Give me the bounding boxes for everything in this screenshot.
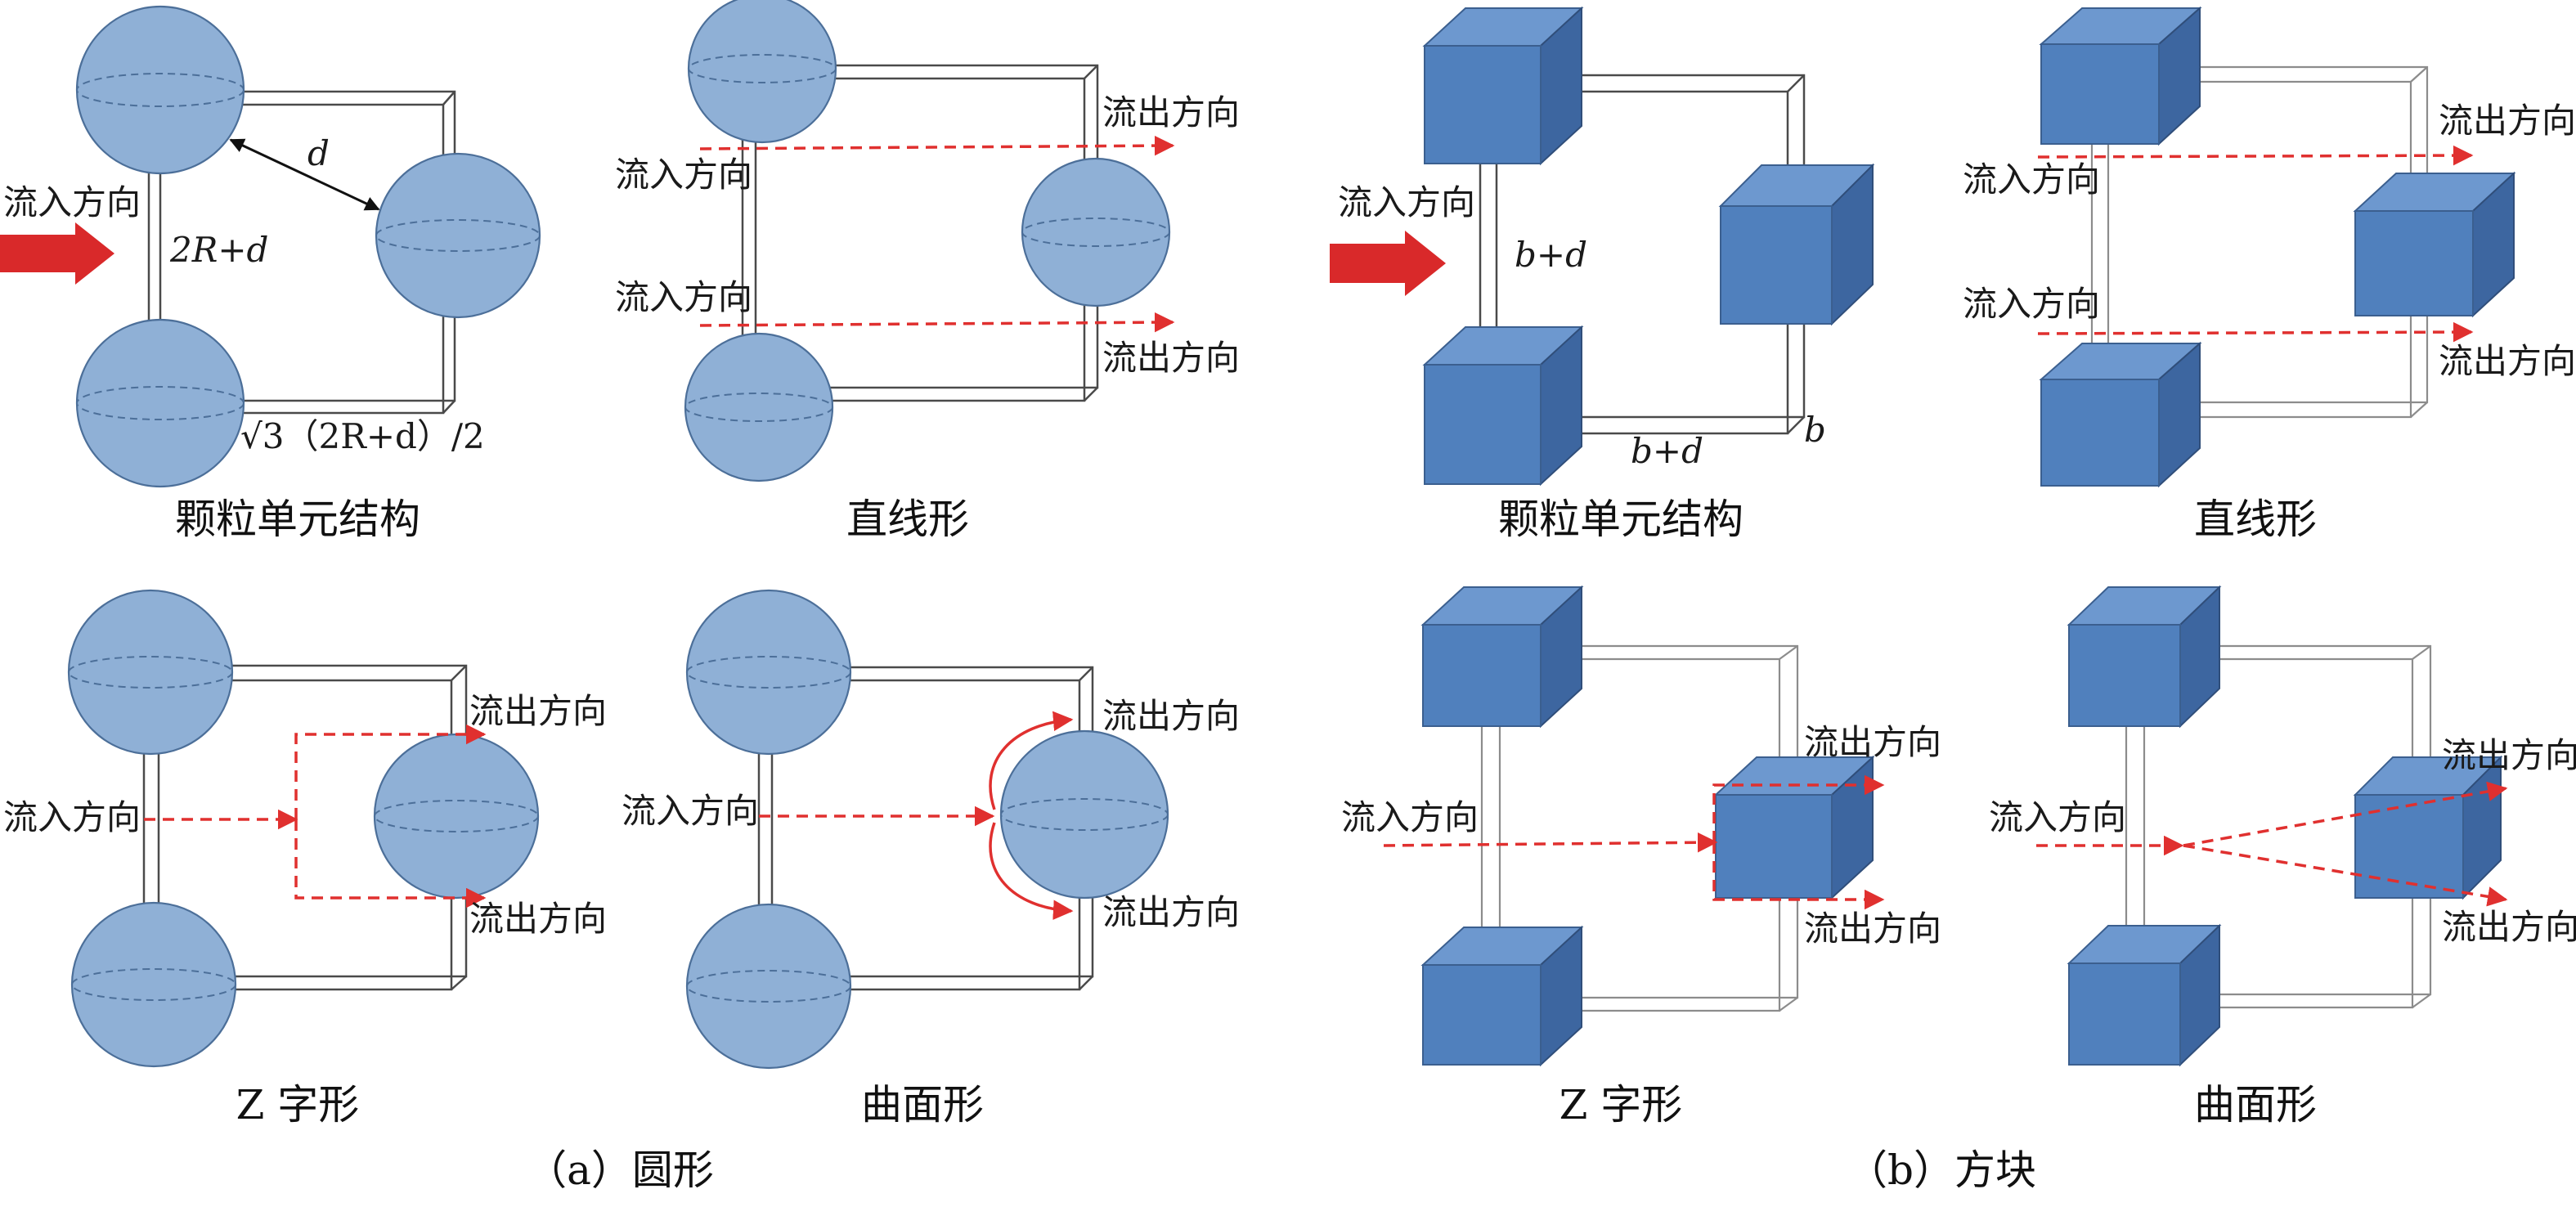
outflow-label-upper: 流出方向	[469, 691, 607, 731]
flow-arrow-up-branch	[294, 724, 487, 819]
inflow-label: 流入方向	[622, 791, 759, 831]
cube-top-left	[1422, 6, 1584, 166]
cube-top-left	[1420, 585, 1584, 729]
outflow-label-lower: 流出方向	[2439, 341, 2576, 381]
dim-height-label: b+d	[1515, 235, 1587, 275]
cube-straight: 流入方向 流入方向 流出方向 流出方向 直线形	[1963, 6, 2576, 543]
sphere-center	[1021, 157, 1171, 307]
cube-center	[1718, 163, 1875, 326]
cube-center	[2353, 171, 2516, 318]
flow-arrow-lower	[2037, 321, 2474, 343]
sphere-bottom	[685, 903, 852, 1070]
sphere-unit-cell: 流入方向 d 2R+d √3（2R+d）/2 颗粒单元结构	[0, 5, 541, 543]
inflow-label: 流入方向	[3, 182, 141, 222]
outflow-label-upper: 流出方向	[2439, 101, 2576, 141]
panel-b-caption: （b）方块	[1847, 1146, 2036, 1194]
dim-b-label: b	[1804, 410, 1826, 450]
sphere-bottom	[70, 901, 237, 1068]
panel-a-spheres: 流入方向 d 2R+d √3（2R+d）/2 颗粒单元结构	[0, 0, 1240, 1194]
outflow-label-upper: 流出方向	[1804, 722, 1941, 762]
dim-diagonal-label: √3（2R+d）/2	[240, 416, 485, 456]
inflow-label-upper: 流入方向	[1963, 159, 2100, 200]
sphere-bottom	[684, 332, 834, 482]
outflow-label-upper: 流出方向	[1102, 92, 1240, 132]
cube-unit-cell: 流入方向 b+d b+d b 颗粒单元结构	[1330, 6, 1875, 543]
sphere-top	[67, 589, 234, 756]
flow-arrow-upper	[699, 135, 1175, 156]
dim-width-label: b+d	[1631, 431, 1703, 471]
zigzag-title: Z 字形	[1560, 1081, 1683, 1128]
inflow-label: 流入方向	[1989, 797, 2126, 837]
outflow-label-lower: 流出方向	[1102, 892, 1240, 932]
flow-arrow-lower	[699, 312, 1175, 333]
dim-height-label: 2R+d	[169, 230, 268, 270]
dimension-arrow-d	[229, 138, 380, 211]
cube-top-left	[2067, 585, 2222, 729]
dim-d-label: d	[307, 133, 330, 173]
inflow-label: 流入方向	[1341, 797, 1479, 837]
inflow-block-arrow	[1330, 231, 1446, 296]
outflow-label-lower: 流出方向	[1804, 909, 1941, 949]
panel-a-caption: （a）圆形	[526, 1146, 714, 1194]
outflow-label-lower: 流出方向	[2442, 907, 2576, 947]
straight-title: 直线形	[2194, 496, 2317, 543]
sphere-straight: 流入方向 流入方向 流出方向 流出方向 直线形	[615, 0, 1240, 543]
sphere-bottom	[75, 318, 245, 488]
zigzag-title: Z 字形	[236, 1081, 360, 1128]
cube-center	[1713, 755, 1875, 900]
inflow-block-arrow	[0, 222, 114, 285]
outflow-label-lower: 流出方向	[469, 899, 607, 939]
inflow-label-lower: 流入方向	[1963, 284, 2100, 324]
flow-arrow-inflow	[1383, 832, 1718, 853]
sphere-top	[75, 5, 245, 175]
outflow-label-upper: 流出方向	[2442, 735, 2576, 775]
inflow-label: 流入方向	[3, 797, 141, 837]
sphere-center	[375, 152, 541, 319]
flow-arrow-upper	[2037, 145, 2474, 166]
curved-title: 曲面形	[2194, 1081, 2317, 1128]
sphere-zigzag: 流入方向 流出方向 流出方向 Z 字形	[3, 589, 607, 1128]
sphere-center	[373, 733, 540, 900]
flow-arrow-up-branch	[2183, 781, 2508, 847]
straight-title: 直线形	[846, 496, 969, 543]
cube-zigzag: 流入方向 流出方向 流出方向 Z 字形	[1341, 585, 1941, 1128]
outflow-label-upper: 流出方向	[1102, 696, 1240, 736]
sphere-top	[685, 589, 852, 756]
cube-curved: 流入方向 流出方向 流出方向 曲面形	[1989, 585, 2576, 1128]
flow-arrow-up-branch	[1712, 774, 1885, 842]
cube-bottom-left	[1422, 325, 1584, 487]
curved-title: 曲面形	[861, 1081, 984, 1128]
inflow-label: 流入方向	[1338, 182, 1475, 222]
flow-arrow-down-branch	[2183, 844, 2508, 907]
cube-bottom-left	[1420, 925, 1584, 1067]
inflow-label-upper: 流入方向	[615, 155, 752, 195]
sphere-curved: 流入方向 流出方向 流出方向 曲面形	[622, 589, 1240, 1128]
sphere-top	[687, 0, 837, 144]
unit-cell-title: 颗粒单元结构	[1498, 496, 1744, 543]
flow-arrow-curve-up	[989, 711, 1074, 810]
flow-arrow-down-branch	[1712, 842, 1885, 910]
panel-b-cubes: 流入方向 b+d b+d b 颗粒单元结构	[1330, 6, 2576, 1194]
flow-arrow-curve-down	[989, 822, 1074, 920]
sphere-center	[999, 729, 1169, 900]
cube-top-left	[2039, 6, 2202, 146]
outflow-label-lower: 流出方向	[1102, 338, 1240, 378]
cube-bottom-left	[2039, 341, 2202, 488]
unit-cell-title: 颗粒单元结构	[175, 496, 420, 543]
flow-arrow-down-branch	[294, 819, 487, 909]
inflow-label-lower: 流入方向	[615, 277, 752, 317]
cube-bottom-left	[2067, 923, 2222, 1067]
